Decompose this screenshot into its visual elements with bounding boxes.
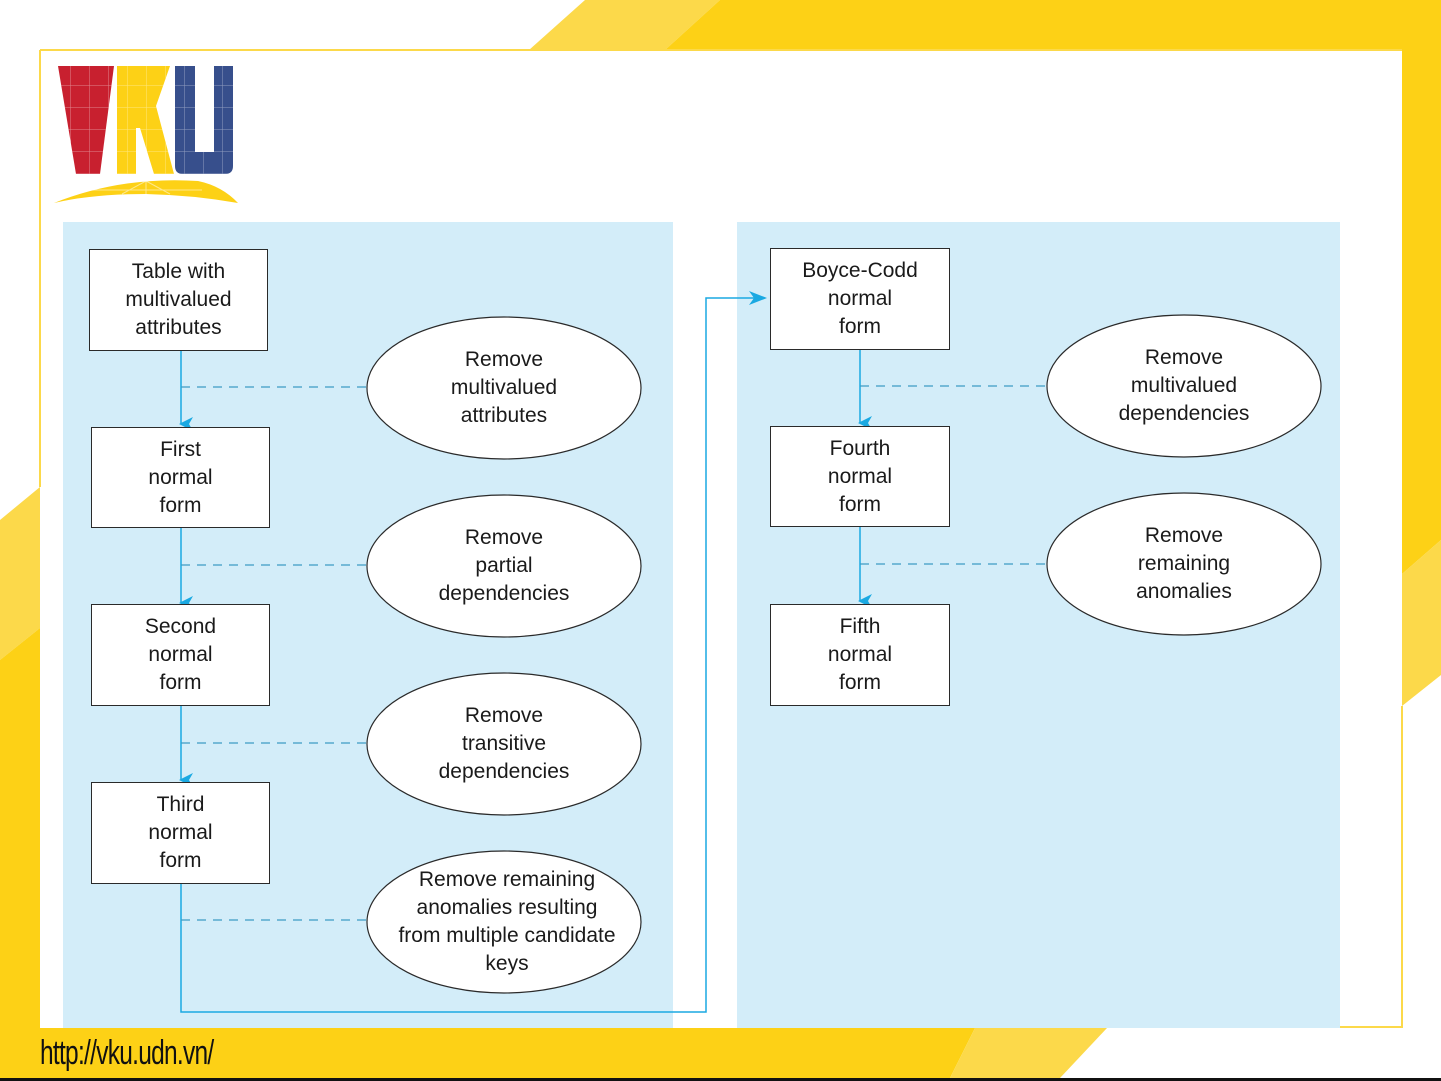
- step-ellipse-remove-partial-dependencies: [366, 494, 642, 638]
- step-ellipse-remove-multivalued-dependencies: [1046, 314, 1322, 458]
- state-line: attributes: [135, 316, 222, 339]
- step-line: keys: [485, 952, 529, 975]
- step-line: remaining: [1137, 552, 1231, 575]
- step-ellipse-remove-transitive-dependencies: [366, 672, 642, 816]
- step-label-remove-multivalued-dependencies: Remove multivalued dependencies: [1047, 315, 1321, 457]
- state-line: normal: [148, 821, 213, 844]
- step-line: from multiple candidate: [398, 924, 616, 947]
- arrow-3nf-to-bcnf: [180, 291, 767, 1013]
- step-line: Remove: [464, 704, 544, 727]
- state-line: First: [160, 437, 201, 461]
- state-line: normal: [827, 287, 893, 310]
- right-band-dark: [1402, 50, 1441, 574]
- right-band-light: [1402, 540, 1441, 706]
- step-line: dependencies: [1118, 402, 1250, 425]
- step-ellipse-remove-remaining-anomalies: [1046, 492, 1322, 636]
- state-line: multivalued: [125, 288, 232, 311]
- state-line: form: [839, 492, 881, 516]
- logo-letter-u: [175, 66, 233, 174]
- vku-logo: [54, 66, 238, 203]
- bottom-rule: [0, 1078, 1441, 1081]
- bottom-band-light: [950, 1028, 1107, 1078]
- state-line: normal: [148, 465, 213, 489]
- step-label-remove-multivalued-attributes: Remove multivalued attributes: [367, 317, 641, 459]
- step-line: Remove remaining: [418, 868, 596, 891]
- state-line: normal: [148, 643, 213, 666]
- footer-url-link[interactable]: http://vku.udn.vn/: [40, 1034, 214, 1072]
- state-line: Third: [156, 793, 205, 816]
- state-line: form: [839, 671, 881, 694]
- step-line: anomalies resulting: [416, 896, 598, 919]
- step-line: Remove: [464, 526, 544, 549]
- state-line: Boyce-Codd: [802, 259, 918, 282]
- step-line: multivalued: [1130, 374, 1238, 397]
- state-line: Fifth: [839, 615, 881, 638]
- state-line: normal: [827, 464, 893, 488]
- state-line: Second: [144, 615, 217, 638]
- left-band-light: [0, 487, 40, 660]
- left-band-dark: [0, 628, 40, 1028]
- state-line: form: [839, 315, 881, 338]
- logo-arc: [54, 180, 238, 203]
- state-box-fifth-normal-form: Fifth normal form: [770, 604, 950, 706]
- state-box-boyce-codd-normal-form: Boyce-Codd normal form: [770, 248, 950, 350]
- state-box-fourth-normal-form: Fourth normal form: [770, 426, 950, 527]
- state-line: normal: [827, 643, 893, 666]
- state-line: Table with: [131, 260, 226, 283]
- state-box-unnormalized-table: Table with multivalued attributes: [89, 249, 268, 351]
- step-label-remove-partial-dependencies: Remove partial dependencies: [367, 495, 641, 637]
- logo-letter-v: [58, 66, 114, 174]
- state-box-third-normal-form: Third normal form: [91, 782, 270, 884]
- step-label-remove-remaining-anomalies-candidate-keys: Remove remaining anomalies resulting fro…: [367, 851, 647, 993]
- step-ellipse-remove-remaining-anomalies-candidate-keys: [366, 850, 642, 994]
- state-line: Fourth: [829, 436, 891, 460]
- state-box-second-normal-form: Second normal form: [91, 604, 270, 706]
- step-line: dependencies: [438, 760, 570, 783]
- top-band-dark: [665, 0, 1441, 50]
- step-line: multivalued: [450, 376, 558, 399]
- state-line: form: [159, 849, 202, 872]
- step-line: Remove: [1144, 346, 1224, 369]
- top-band-light: [529, 0, 720, 50]
- step-line: Remove: [1144, 524, 1224, 547]
- logo-letter-k: [117, 66, 174, 174]
- step-line: attributes: [460, 404, 548, 427]
- step-label-remove-remaining-anomalies: Remove remaining anomalies: [1047, 493, 1321, 635]
- state-box-first-normal-form: First normal form: [91, 427, 270, 528]
- step-line: anomalies: [1136, 580, 1232, 603]
- step-line: partial: [475, 554, 533, 577]
- state-line: form: [159, 493, 202, 517]
- bottom-band-dark: [0, 1028, 975, 1078]
- step-ellipse-remove-multivalued-attributes: [366, 316, 642, 460]
- step-label-remove-transitive-dependencies: Remove transitive dependencies: [367, 673, 641, 815]
- step-line: transitive: [461, 732, 547, 755]
- step-line: Remove: [464, 348, 544, 371]
- state-line: form: [159, 671, 202, 694]
- step-line: dependencies: [438, 582, 570, 605]
